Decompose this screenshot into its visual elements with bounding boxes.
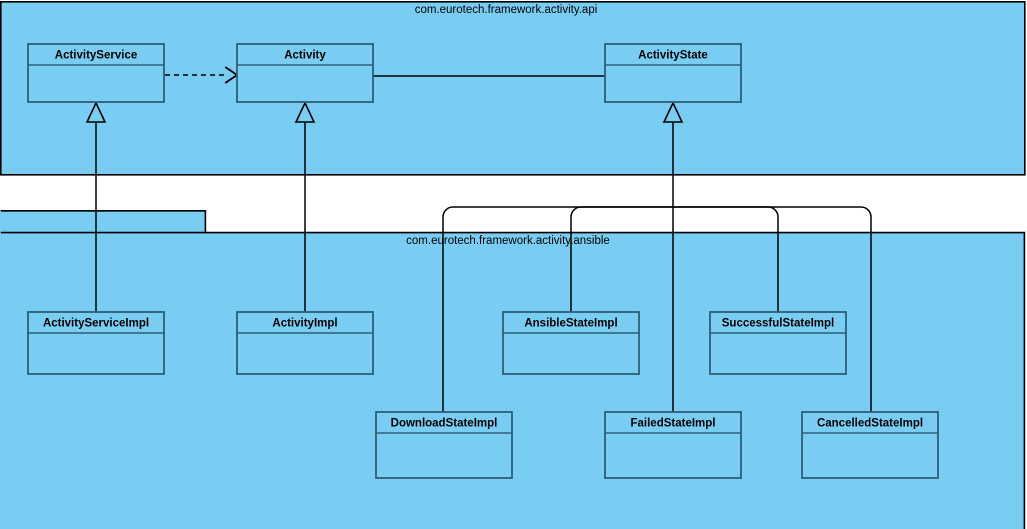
package-api-body-fill: [0, 1, 1025, 175]
generalization-triangle-icon: [294, 101, 316, 123]
package-api[interactable]: com.eurotech.framework.activity.api: [0, 0, 1026, 176]
class-node-activityserviceimpl[interactable]: ActivityServiceImpl: [27, 311, 165, 375]
package-ansible-tab-fill: [0, 210, 206, 233]
class-name-label: ActivityState: [638, 50, 708, 62]
generalization-triangle-icon: [662, 101, 684, 123]
edge-generalization-activitystate-tree[interactable]: [442, 101, 872, 412]
class-box: [604, 411, 742, 479]
class-box: [709, 311, 847, 375]
class-name-label: ActivityServiceImpl: [43, 318, 149, 330]
class-name-label: ActivityImpl: [272, 318, 337, 330]
generalization-branch-cancelledstateimpl: [673, 206, 872, 412]
class-node-successfulstateimpl[interactable]: SuccessfulStateImpl: [709, 311, 847, 375]
class-node-activityimpl[interactable]: ActivityImpl: [236, 311, 374, 375]
class-name-label: CancelledStateImpl: [817, 418, 923, 430]
class-node-activitystate[interactable]: ActivityState: [604, 43, 742, 103]
class-node-cancelledstateimpl[interactable]: CancelledStateImpl: [801, 411, 939, 479]
class-box: [502, 311, 640, 375]
class-name-label: ActivityService: [55, 50, 137, 62]
class-name-label: Activity: [284, 50, 326, 62]
class-node-failedstateimpl[interactable]: FailedStateImpl: [604, 411, 742, 479]
generalization-triangle-icon: [85, 101, 107, 123]
class-name-label: AnsibleStateImpl: [524, 318, 617, 330]
class-box: [236, 43, 374, 103]
class-name-label: DownloadStateImpl: [391, 418, 498, 430]
package-ansible[interactable]: com.eurotech.framework.activity.ansible: [0, 210, 1026, 529]
class-box: [604, 43, 742, 103]
package-api-label: com.eurotech.framework.activity.api: [415, 4, 598, 16]
package-ansible-body-fill: [0, 232, 1025, 529]
package-ansible-tab-border: [0, 210, 207, 233]
package-ansible-body-border: [0, 231, 1026, 529]
class-name-label: FailedStateImpl: [631, 418, 716, 430]
class-node-activityservice[interactable]: ActivityService: [27, 43, 165, 103]
class-name-label: SuccessfulStateImpl: [722, 318, 834, 330]
class-box: [27, 311, 165, 375]
class-box: [801, 411, 939, 479]
generalization-branch-downloadstateimpl: [442, 206, 673, 412]
class-node-activity[interactable]: Activity: [236, 43, 374, 103]
class-node-downloadstateimpl[interactable]: DownloadStateImpl: [375, 411, 513, 479]
package-api-body-border: [0, 0, 1026, 176]
edge-generalization-activityimpl[interactable]: [294, 101, 316, 312]
package-ansible-label: com.eurotech.framework.activity.ansible: [406, 235, 610, 247]
class-box: [236, 311, 374, 375]
edge-generalization-activityserviceimpl[interactable]: [85, 101, 107, 312]
class-box: [27, 43, 165, 103]
class-node-ansiblestateimpl[interactable]: AnsibleStateImpl: [502, 311, 640, 375]
class-box: [375, 411, 513, 479]
